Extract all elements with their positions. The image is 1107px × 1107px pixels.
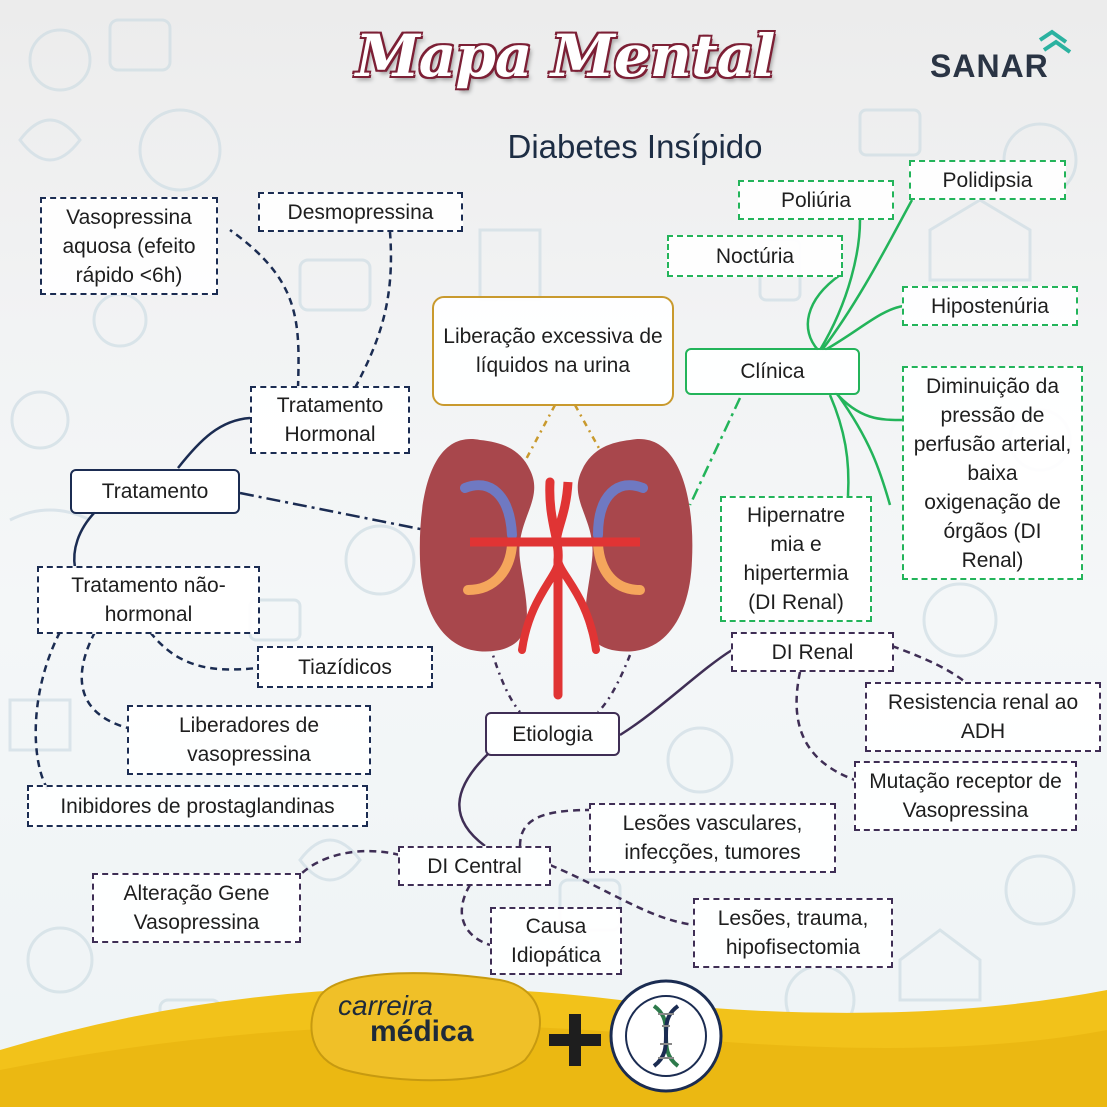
- node-diminuicao: Diminuição da pressão de perfusão arteri…: [902, 366, 1083, 580]
- node-clinica: Clínica: [685, 348, 860, 395]
- center-node: Liberação excessiva de líquidos na urina: [432, 296, 674, 406]
- link-dicentral-lesoesvasc: [518, 808, 591, 847]
- link-naohormonal-inibidores: [34, 631, 62, 791]
- node-tiazidicos: Tiazídicos: [257, 646, 433, 688]
- node-tratamento: Tratamento: [70, 469, 240, 514]
- node-hipernatremia: Hipernatre mia e hipertermia (DI Renal): [720, 496, 872, 622]
- link-naohormonal-liberadores: [80, 631, 129, 730]
- link-kidney-etiologia-right: [597, 654, 632, 713]
- carreira-medica-line2: médica: [370, 1015, 474, 1048]
- page-title: Mapa Mental: [355, 22, 776, 90]
- node-mutacao: Mutação receptor de Vasopressina: [854, 761, 1077, 831]
- link-dicentral-idiopatica: [460, 884, 491, 947]
- link-clinica-diminuicao2: [836, 394, 892, 506]
- node-alteracao-gene: Alteração Gene Vasopressina: [92, 873, 301, 943]
- node-etiologia: Etiologia: [485, 712, 620, 756]
- plus-icon: [549, 1014, 601, 1066]
- link-clinica-poliuria: [818, 219, 862, 351]
- node-inibidores: Inibidores de prostaglandinas: [27, 785, 368, 827]
- link-tratamento-hormonal: [177, 416, 251, 469]
- node-polidipsia: Polidipsia: [909, 160, 1066, 200]
- link-clinica-polidipsia: [821, 199, 914, 351]
- link-center-kidney-right: [573, 404, 602, 451]
- node-resistencia: Resistencia renal ao ADH: [865, 682, 1101, 752]
- link-clinica-hipostenuria: [824, 304, 904, 352]
- link-etiologia-dicentral: [458, 751, 491, 848]
- sanar-logo: SANAR: [930, 48, 1049, 84]
- link-etiologia-direnal: [619, 648, 733, 737]
- dna-seal-logo-icon: [609, 979, 723, 1093]
- node-liberadores: Liberadores de vasopressina: [127, 705, 371, 775]
- sanar-logo-mark-icon: [1038, 29, 1072, 54]
- link-clinica-kidney: [688, 397, 742, 506]
- link-direnal-resistencia: [891, 644, 969, 685]
- page-subtitle: Diabetes Insípido: [507, 128, 763, 165]
- node-causa-idiopatica: Causa Idiopática: [490, 907, 622, 975]
- link-clinica-hipernatremia: [828, 394, 850, 497]
- node-tratamento-hormonal: Tratamento Hormonal: [250, 386, 410, 454]
- link-direnal-mutacao: [795, 671, 856, 782]
- node-di-renal: DI Renal: [731, 632, 894, 672]
- link-naohormonal-tiazidicos: [149, 631, 259, 671]
- node-di-central: DI Central: [398, 846, 551, 886]
- node-hipostenuria: Hipostenúria: [902, 286, 1078, 326]
- link-tratamento-naohormonal: [73, 511, 96, 569]
- link-dicentral-alteracao: [299, 849, 401, 876]
- node-lesoes-vasculares: Lesões vasculares, infecções, tumores: [589, 803, 836, 873]
- node-poliuria: Poliúria: [738, 180, 894, 220]
- node-nocturia: Noctúria: [667, 235, 843, 277]
- link-hormonal-vasopressina: [229, 228, 300, 389]
- link-dicentral-lesoestrauma: [549, 863, 696, 927]
- kidney-illustration: [419, 439, 693, 700]
- node-lesoes-trauma: Lesões, trauma, hipofisectomia: [693, 898, 893, 968]
- node-vasopressina-aquosa: Vasopressina aquosa (efeito rápido <6h): [40, 197, 218, 295]
- node-tratamento-nao-hormonal: Tratamento não-hormonal: [37, 566, 260, 634]
- node-desmopressina: Desmopressina: [258, 192, 463, 232]
- carreira-medica-line1: carreira: [338, 990, 433, 1021]
- link-hormonal-desmopressina: [353, 231, 393, 389]
- link-kidney-etiologia-left: [488, 644, 521, 713]
- carreira-medica-badge-icon: [310, 972, 541, 1082]
- link-clinica-nocturia: [806, 273, 841, 351]
- link-tratamento-kidney: [239, 491, 426, 532]
